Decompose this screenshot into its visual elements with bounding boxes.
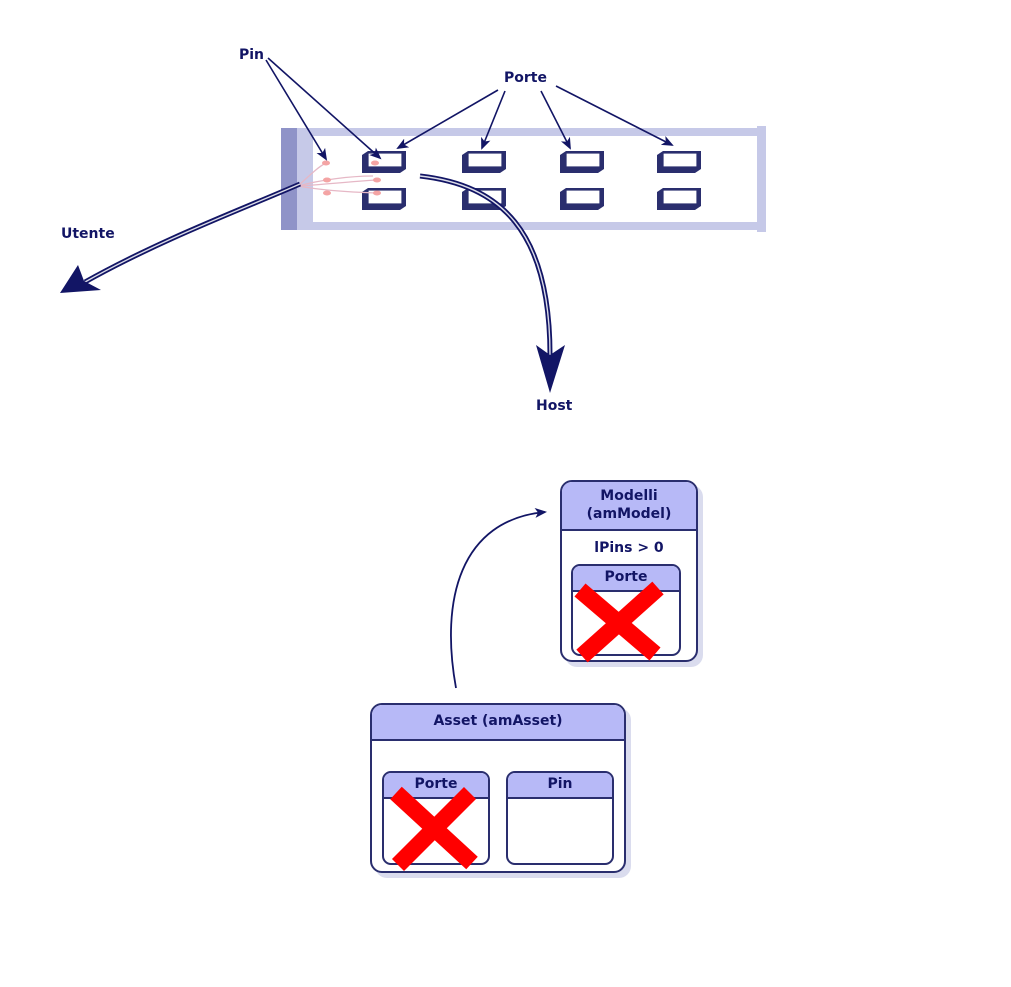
network-port — [560, 151, 604, 173]
asset-table-header: Asset (amAsset) — [372, 705, 624, 741]
pin-dot — [323, 177, 331, 183]
network-port — [560, 188, 604, 210]
model-porte-header: Porte — [573, 566, 679, 592]
cross-icon — [574, 581, 664, 663]
host-label: Host — [536, 398, 573, 414]
model-condition: lPins > 0 — [594, 540, 664, 556]
pin-dot — [323, 190, 331, 196]
network-port — [657, 151, 701, 173]
host-cable-arrow — [419, 173, 565, 393]
utente-label: Utente — [61, 226, 115, 242]
model-table-header: Modelli (amModel) — [562, 482, 696, 531]
pin-label: Pin — [239, 47, 265, 63]
asset-pin-header: Pin — [508, 773, 612, 799]
model-table-box: Modelli (amModel) lPins > 0 Porte — [560, 480, 698, 663]
patch-panel — [281, 126, 766, 232]
pin-dot — [373, 177, 381, 183]
model-table-title: Modelli — [600, 488, 658, 504]
pin-dot — [322, 160, 330, 166]
asset-table-box: Asset (amAsset) Porte Pin — [370, 703, 626, 873]
model-table-sqlname: (amModel) — [586, 506, 672, 522]
network-port — [462, 151, 506, 173]
cross-icon — [390, 786, 478, 872]
network-port — [362, 151, 406, 173]
pin-dot — [373, 190, 381, 196]
network-port — [362, 188, 406, 210]
pin-dot — [371, 160, 379, 166]
user-cable-arrow — [60, 181, 301, 293]
pin-dots — [322, 160, 381, 196]
porte-arrows — [396, 85, 674, 150]
porte-label: Porte — [504, 70, 547, 86]
pin-arrows — [265, 57, 382, 161]
asset-to-model-arrow — [450, 507, 547, 689]
network-port — [657, 188, 701, 210]
port-array — [362, 151, 701, 210]
asset-pin-subtable: Pin — [506, 771, 614, 865]
